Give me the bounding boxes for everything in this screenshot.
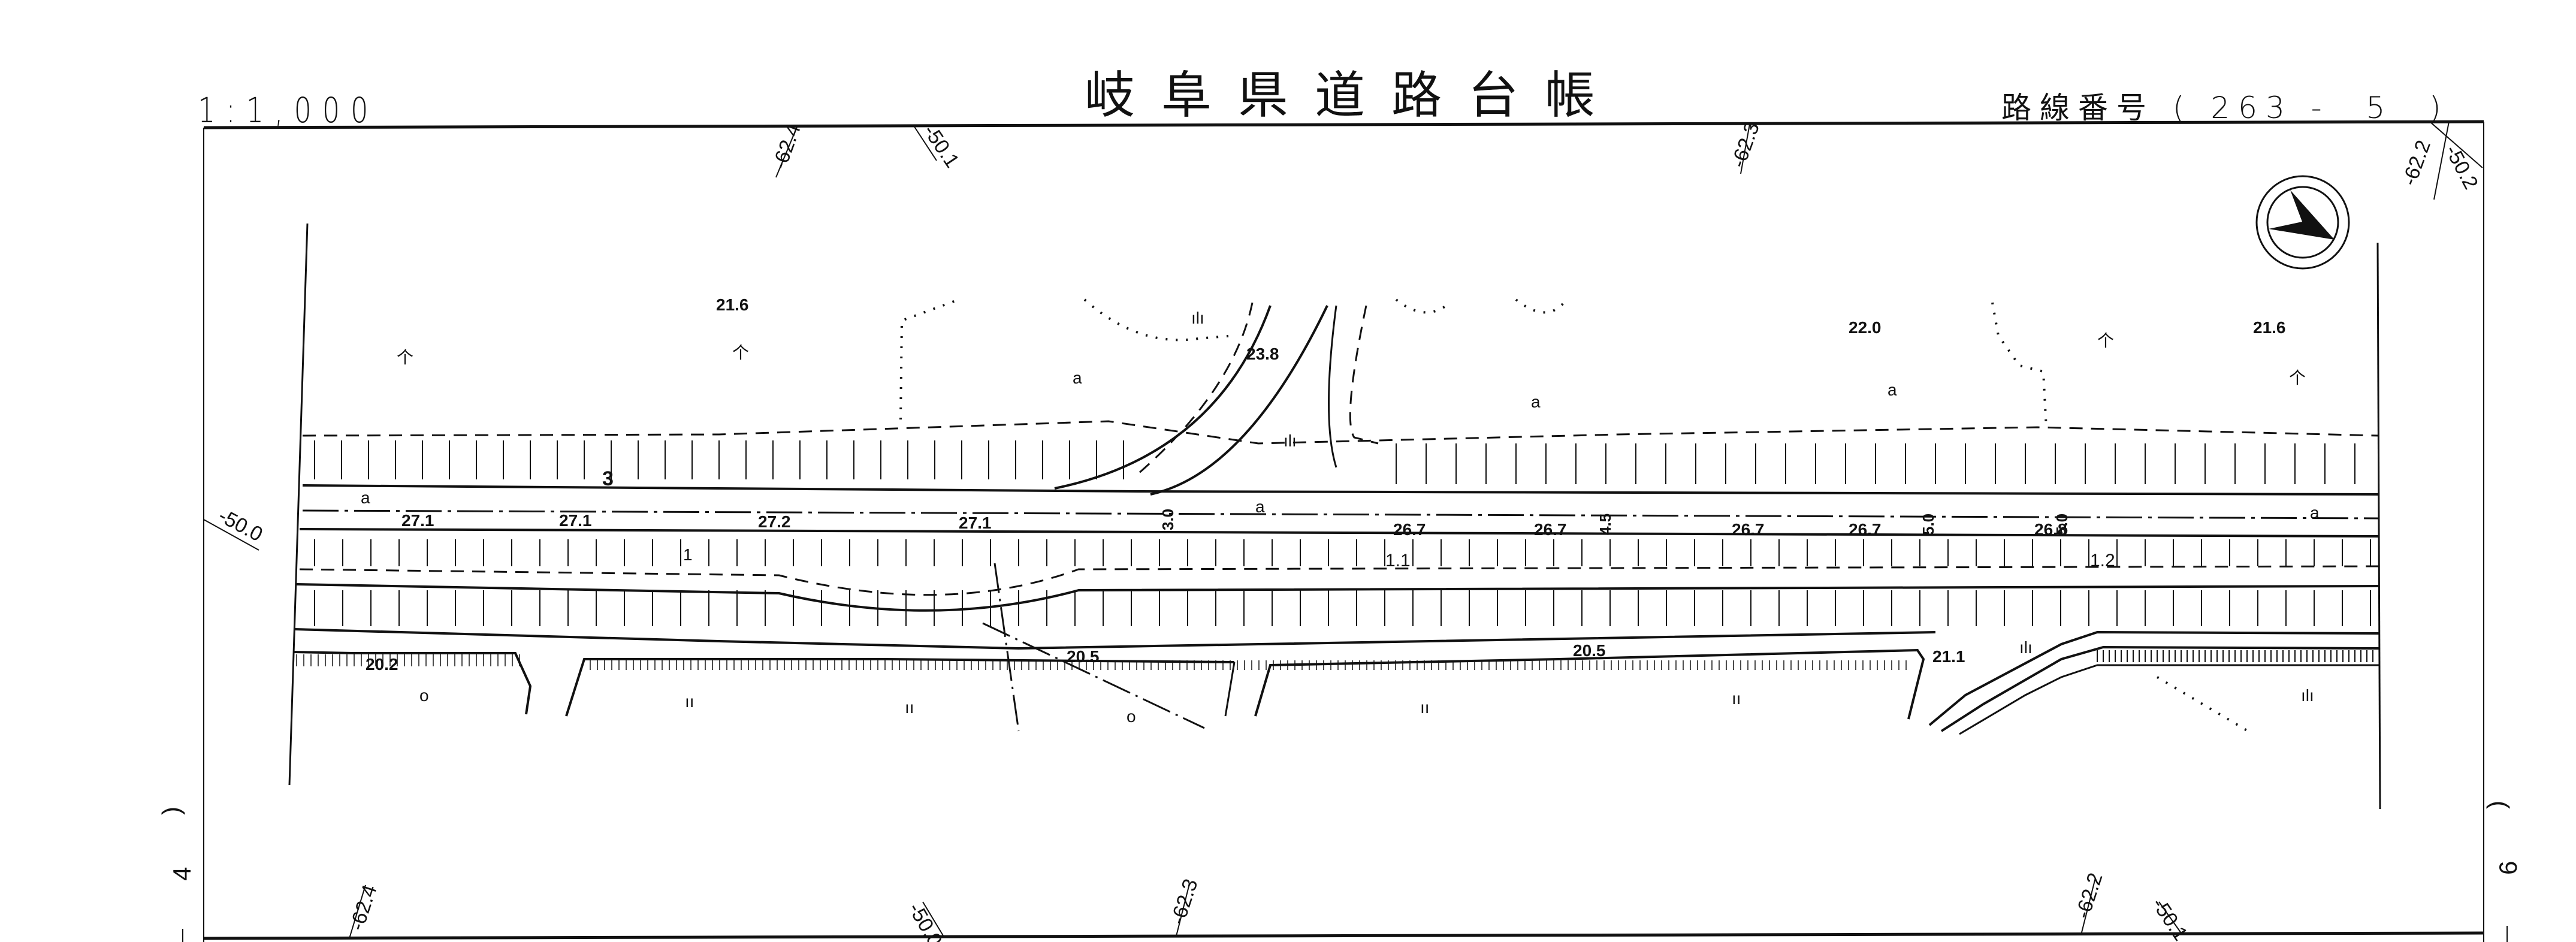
slope-labels: 1.1 1.2	[1385, 551, 2115, 570]
elevation-label: 20.5	[1573, 641, 1606, 660]
ditch	[293, 563, 2379, 735]
elevation-label: 27.1	[559, 511, 592, 530]
elevation-label: 26.7	[1732, 520, 1765, 539]
width-labels: 3.0 4.5 5.0 5.0	[1159, 509, 2071, 535]
paddy-symbol: ıı	[685, 692, 694, 711]
field-symbol-o: o	[1127, 707, 1136, 726]
grid-tick-label: -62.3	[1166, 876, 1202, 927]
left-index-number: 4	[168, 867, 196, 881]
sheet-number: 5	[2366, 90, 2394, 125]
elevation-label: 20.5	[1067, 647, 1100, 666]
left-index-paren: )	[157, 807, 185, 815]
grass-symbol: ılı	[2019, 638, 2033, 657]
field-symbol-a: a	[1531, 393, 1541, 411]
width-label: 5.0	[1919, 514, 1937, 535]
paddy-symbol: ıı	[1732, 689, 1741, 708]
map-frame	[203, 120, 2484, 942]
elevation-label: 21.6	[716, 295, 749, 314]
slope-hachures	[296, 440, 2373, 670]
width-label: 5.0	[2053, 514, 2071, 535]
elevation-label: 21.1	[1932, 647, 1965, 666]
elevation-label: 27.1	[959, 514, 992, 532]
side-road	[1054, 302, 1379, 496]
sheet-title: 岐阜県道路台帳	[1085, 66, 1622, 125]
right-sheet-index: ) 6	[2482, 801, 2522, 942]
vertical-marker: 1	[683, 545, 693, 564]
north-arrow-icon	[2255, 175, 2350, 270]
route-label: 路線番号	[2001, 90, 2155, 125]
grass-symbol: ılı	[2301, 686, 2314, 705]
field-symbol-a: a	[1073, 369, 1082, 387]
grass-symbol: ılı	[1191, 309, 1204, 327]
route-close-paren: )	[2429, 90, 2450, 125]
route-number-label: 路線番号 ( 263 - 5 )	[2001, 84, 2450, 127]
grid-tick-label: -62.4	[768, 121, 805, 173]
grid-tick-label: -62.2	[2071, 870, 2107, 921]
elevation-label: 27.2	[758, 512, 791, 531]
tree-symbol: 个	[397, 348, 413, 367]
field-symbol-a: a	[1888, 381, 1897, 399]
right-index-number: 6	[2494, 861, 2522, 875]
slope-label: 1.1	[1385, 551, 1411, 570]
map-boundary	[288, 223, 2381, 810]
tree-symbol: 个	[2289, 369, 2306, 387]
elevation-label: 20.2	[366, 655, 398, 674]
grid-ticks-top: -62.4 -50.1 -62.3 -62.2 -50.2	[768, 119, 2483, 200]
elevation-label: 26.7	[1849, 520, 1882, 539]
slope-label: 1.2	[2090, 551, 2115, 570]
grid-ticks-left: -50.0	[203, 505, 267, 551]
elevation-label: 26.7	[1393, 520, 1426, 539]
grid-tick-label: -62.3	[1727, 119, 1764, 171]
elevation-label: 26.7	[1534, 520, 1567, 539]
field-symbol-a: a	[2310, 503, 2320, 522]
field-symbol-a: a	[361, 488, 370, 507]
grid-ticks-bottom: -62.4 -50.0 -62.3 -62.2 -50.1	[345, 870, 2192, 942]
route-dash: -	[2311, 90, 2330, 125]
field-symbol-a: a	[1255, 497, 1265, 516]
elevation-labels: 21.6 22.0 21.6 23.8 27.1 27.1 27.2 27.1 …	[366, 295, 2286, 674]
tree-symbol: 个	[2097, 331, 2114, 350]
grid-tick-label: -50.1	[919, 120, 964, 171]
elevation-label: 22.0	[1849, 318, 1882, 337]
grid-tick-label: -50.2	[2441, 141, 2483, 193]
tree-symbol: 个	[732, 343, 749, 362]
grid-tick-label: -62.2	[2398, 137, 2435, 189]
route-number: 263	[2210, 90, 2293, 125]
route-open-paren: (	[2172, 90, 2193, 125]
scale-label: 1:1,000	[198, 90, 379, 131]
elevation-label: 21.6	[2253, 318, 2286, 337]
elevation-label: 23.8	[1246, 345, 1279, 363]
width-label: 4.5	[1596, 514, 1614, 535]
left-sheet-index: ) 4	[157, 807, 196, 942]
paddy-symbol: ıı	[1420, 698, 1430, 717]
section-marker: 3	[602, 467, 614, 490]
elevation-label: 26.8	[2034, 520, 2067, 539]
field-symbol-o: o	[419, 686, 429, 705]
field-boundaries	[899, 298, 2254, 735]
right-index-paren: )	[2482, 801, 2510, 809]
paddy-symbol: ıı	[905, 698, 914, 717]
map-symbols: 3 1 a a a a a a o o ıı ıı ıı ıı ılı ılı …	[361, 309, 2320, 726]
width-label: 3.0	[1159, 509, 1177, 530]
grid-tick-label: -62.4	[345, 882, 381, 933]
elevation-label: 27.1	[401, 511, 434, 530]
grass-symbol: ılı	[1284, 431, 1297, 450]
